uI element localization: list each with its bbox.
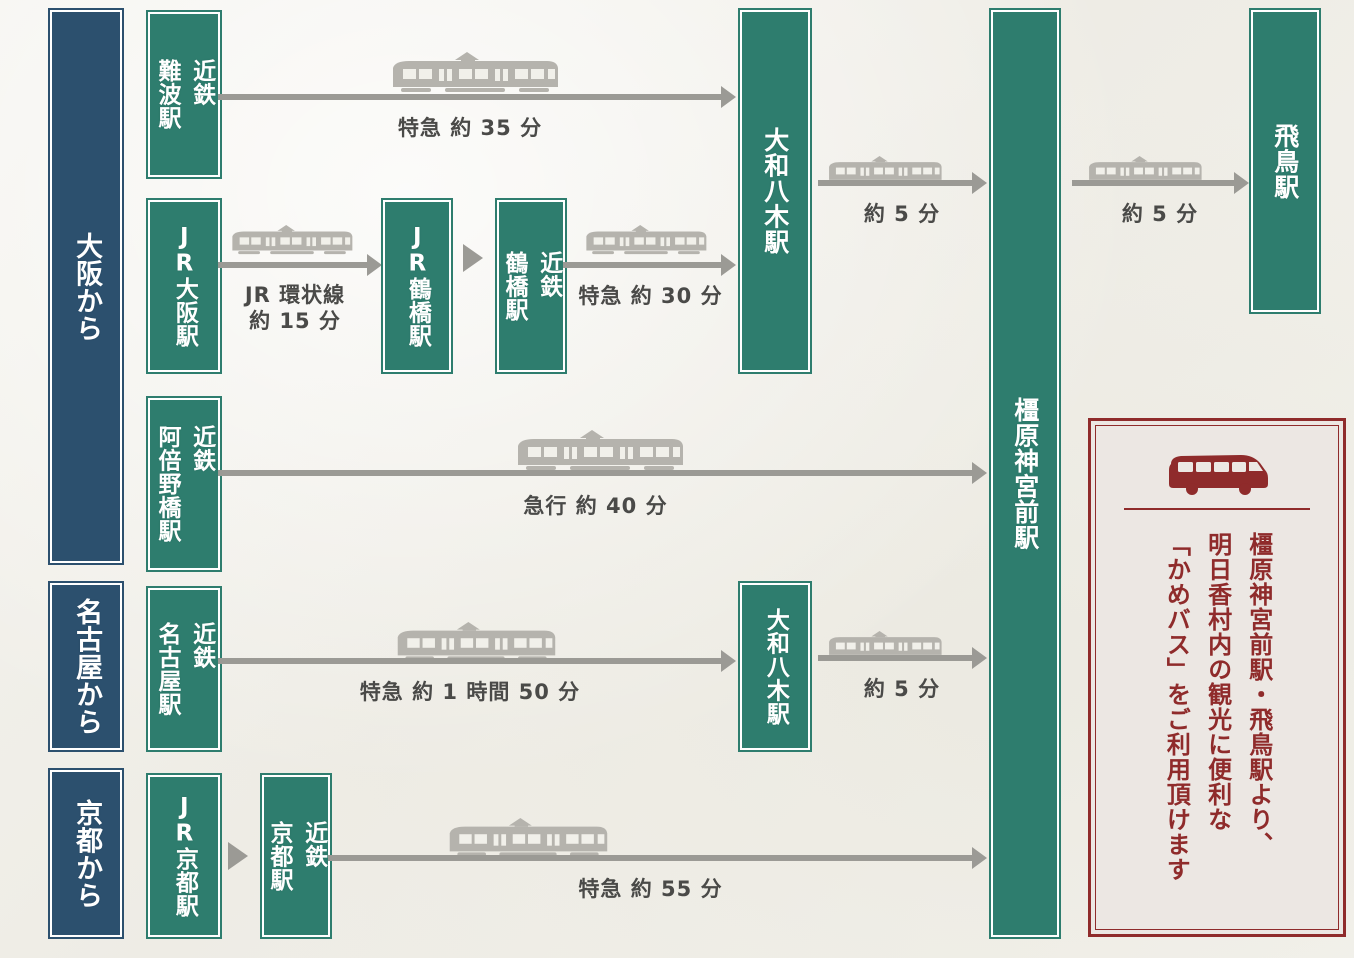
- station-label-jr-osaka: JR大阪駅: [168, 224, 201, 348]
- origin-box-kyoto: 京都から: [50, 770, 122, 937]
- station-box-jr-tsuruhashi: JR鶴橋駅: [383, 200, 451, 372]
- train-icon: [1085, 155, 1205, 191]
- station-label-asuka: 飛鳥駅: [1267, 123, 1303, 200]
- bus-panel-text: 橿原神宮前駅・飛鳥駅より、 明日香村内の観光に便利な 「かめバス」をご利用頂けま…: [1160, 532, 1274, 911]
- connector-nagoya-to-yagi: [218, 658, 722, 664]
- station-box-kintetsu-abenobashi: 近鉄 阿倍野橋駅: [148, 398, 220, 570]
- train-icon: [825, 630, 945, 666]
- bus-panel-line-2: 明日香村内の観光に便利な: [1203, 532, 1232, 832]
- origin-label-kyoto: 京都から: [71, 798, 103, 909]
- caption-namba-to-yagi: 特急 約 35 分: [397, 116, 543, 140]
- connector-yagi-top-to-kashihara: [818, 180, 973, 186]
- station-label-kintetsu-kyoto: 近鉄 京都駅: [262, 821, 329, 892]
- station-name-yamato-yagi-mid: 大和八木駅: [762, 607, 789, 726]
- station-operator-kintetsu-tsuruhashi: 近鉄: [535, 250, 562, 298]
- station-label-kashiharajingumae: 橿原神宮前駅: [1007, 397, 1043, 550]
- caption-yagi-top-to-kashihara: 約 5 分: [863, 202, 941, 226]
- caption-kyoto-to-kashihara: 特急 約 55 分: [578, 877, 723, 901]
- caption-abenobashi-to-kashihara: 急行 約 40 分: [523, 494, 668, 518]
- station-box-jr-kyoto: JR京都駅: [148, 775, 220, 937]
- connector-kashihara-to-asuka: [1072, 180, 1235, 186]
- origin-box-osaka: 大阪から: [50, 10, 122, 563]
- station-box-kintetsu-namba: 近鉄 難波駅: [148, 12, 220, 177]
- train-icon: [512, 430, 688, 478]
- connector-namba-to-yagi: [218, 94, 722, 100]
- bus-info-inner: 橿原神宮前駅・飛鳥駅より、 明日香村内の観光に便利な 「かめバス」をご利用頂けま…: [1095, 425, 1339, 930]
- triangle-right-icon: [463, 244, 483, 272]
- train-icon: [582, 224, 710, 262]
- origin-box-nagoya: 名古屋から: [50, 583, 122, 750]
- station-name-jr-tsuruhashi: JR鶴橋駅: [404, 224, 431, 348]
- station-box-kintetsu-nagoya: 近鉄 名古屋駅: [148, 588, 220, 750]
- station-box-kintetsu-tsuruhashi: 近鉄 鶴橋駅: [497, 200, 565, 372]
- bus-panel-line-1: 橿原神宮前駅・飛鳥駅より、: [1244, 532, 1273, 857]
- station-label-yamato-yagi-top: 大和八木駅: [757, 127, 793, 255]
- station-name-asuka: 飛鳥駅: [1270, 122, 1300, 200]
- train-icon: [387, 52, 563, 100]
- bus-icon: [1165, 450, 1270, 500]
- triangle-right-icon: [228, 842, 248, 870]
- caption-jr-osaka-to-jr-tsuruhashi: JR 環状線 約 15 分: [244, 283, 346, 334]
- station-label-jr-kyoto: JR京都駅: [168, 794, 201, 918]
- station-label-jr-tsuruhashi: JR鶴橋駅: [401, 224, 434, 348]
- station-operator-kintetsu-namba: 近鉄: [188, 59, 215, 107]
- station-label-yamato-yagi-mid: 大和八木駅: [759, 608, 792, 726]
- bus-panel-divider: [1123, 508, 1311, 510]
- station-box-asuka: 飛鳥駅: [1251, 10, 1319, 312]
- connector-yagi-mid-to-kashihara: [818, 655, 973, 661]
- station-operator-kintetsu-nagoya: 近鉄: [188, 622, 215, 669]
- train-icon: [228, 224, 356, 262]
- connector-kyoto-to-kashihara: [328, 855, 973, 861]
- origin-label-nagoya: 名古屋から: [71, 597, 103, 736]
- station-name-yamato-yagi-top: 大和八木駅: [760, 127, 790, 255]
- caption-nagoya-to-yagi: 特急 約 1 時間 50 分: [359, 680, 581, 704]
- bus-info-panel: 橿原神宮前駅・飛鳥駅より、 明日香村内の観光に便利な 「かめバス」をご利用頂けま…: [1088, 418, 1346, 937]
- station-label-kintetsu-abenobashi: 近鉄 阿倍野橋駅: [150, 425, 217, 543]
- station-box-yamato-yagi-top: 大和八木駅: [740, 10, 810, 372]
- origin-label-osaka: 大阪から: [71, 231, 103, 342]
- station-name-kintetsu-kyoto: 京都駅: [266, 820, 292, 892]
- station-box-kintetsu-kyoto: 近鉄 京都駅: [262, 775, 330, 937]
- station-label-kintetsu-namba: 近鉄 難波駅: [150, 59, 217, 130]
- station-name-kintetsu-namba: 難波駅: [154, 59, 180, 130]
- connector-tsuruhashi-to-yagi: [563, 262, 722, 268]
- station-name-kintetsu-abenobashi: 阿倍野橋駅: [154, 425, 180, 543]
- station-name-jr-kyoto: JR京都駅: [171, 794, 198, 918]
- station-operator-kintetsu-abenobashi: 近鉄: [188, 425, 215, 473]
- station-name-kintetsu-nagoya: 名古屋駅: [154, 622, 180, 716]
- station-name-jr-osaka: JR大阪駅: [171, 224, 198, 348]
- station-name-kashiharajingumae: 橿原神宮前駅: [1010, 397, 1040, 550]
- station-box-jr-osaka: JR大阪駅: [148, 200, 220, 372]
- station-label-kintetsu-nagoya: 近鉄 名古屋駅: [150, 622, 217, 716]
- station-box-yamato-yagi-mid: 大和八木駅: [740, 583, 810, 750]
- caption-kashihara-to-asuka: 約 5 分: [1121, 202, 1199, 226]
- station-label-kintetsu-tsuruhashi: 近鉄 鶴橋駅: [497, 251, 564, 322]
- caption-yagi-mid-to-kashihara: 約 5 分: [863, 677, 941, 701]
- station-operator-kintetsu-kyoto: 近鉄: [300, 820, 327, 868]
- caption-tsuruhashi-to-yagi: 特急 約 30 分: [578, 284, 723, 308]
- station-box-kashiharajingumae: 橿原神宮前駅: [991, 10, 1059, 937]
- connector-jr-osaka-to-jr-tsuruhashi: [218, 262, 368, 268]
- bus-panel-line-3: 「かめバス」をご利用頂けます: [1162, 532, 1191, 882]
- connector-abenobashi-to-kashihara: [218, 470, 973, 476]
- station-name-kintetsu-tsuruhashi: 鶴橋駅: [501, 250, 527, 322]
